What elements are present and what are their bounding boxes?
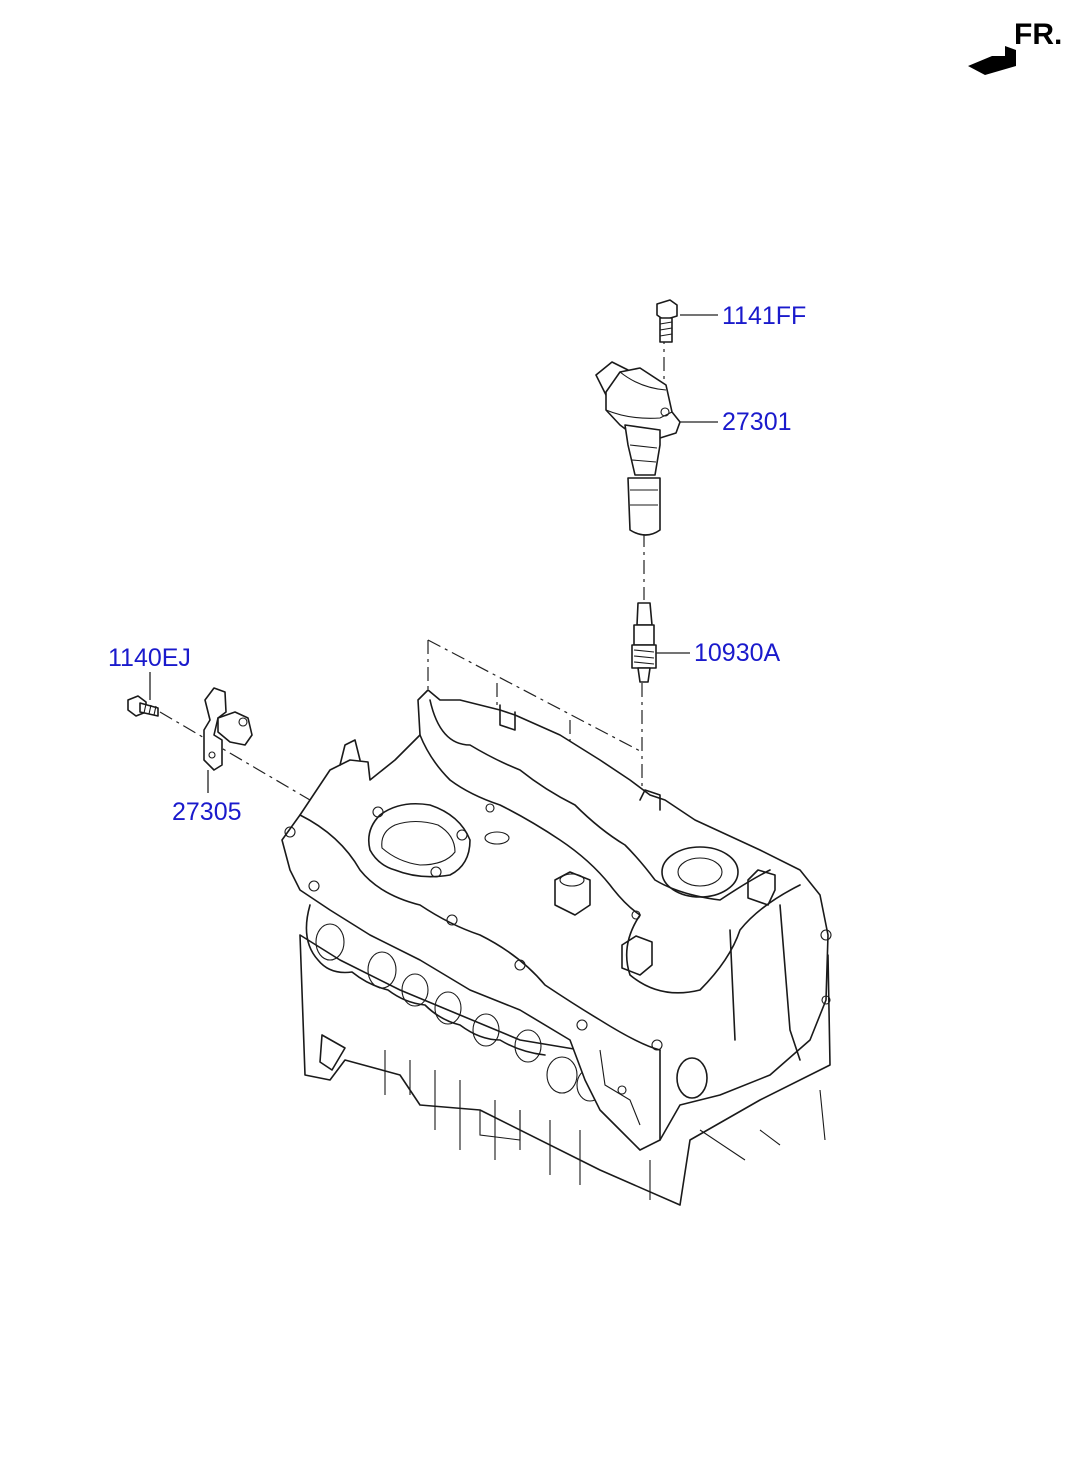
part-number-label-10930A[interactable]: 10930A <box>694 639 781 667</box>
part-number-label-1140EJ[interactable]: 1140EJ <box>108 644 191 672</box>
spark-plug[interactable] <box>631 602 657 683</box>
coil-mounting-bolt[interactable] <box>656 299 678 343</box>
part-number-label-27301[interactable]: 27301 <box>722 408 792 436</box>
front-direction-indicator: FR. <box>968 18 1062 75</box>
front-direction-arrow-icon <box>968 46 1016 75</box>
ignition-coil[interactable] <box>595 361 681 536</box>
sensor-bracket[interactable] <box>203 687 253 771</box>
front-direction-label: FR. <box>1014 18 1062 51</box>
leader-lines <box>149 314 718 793</box>
sensor-mounting-bolt[interactable] <box>127 695 159 717</box>
part-number-label-27305[interactable]: 27305 <box>172 798 242 826</box>
engine-cylinder-head <box>281 689 832 1206</box>
part-number-label-1141FF[interactable]: 1141FF <box>722 302 806 330</box>
